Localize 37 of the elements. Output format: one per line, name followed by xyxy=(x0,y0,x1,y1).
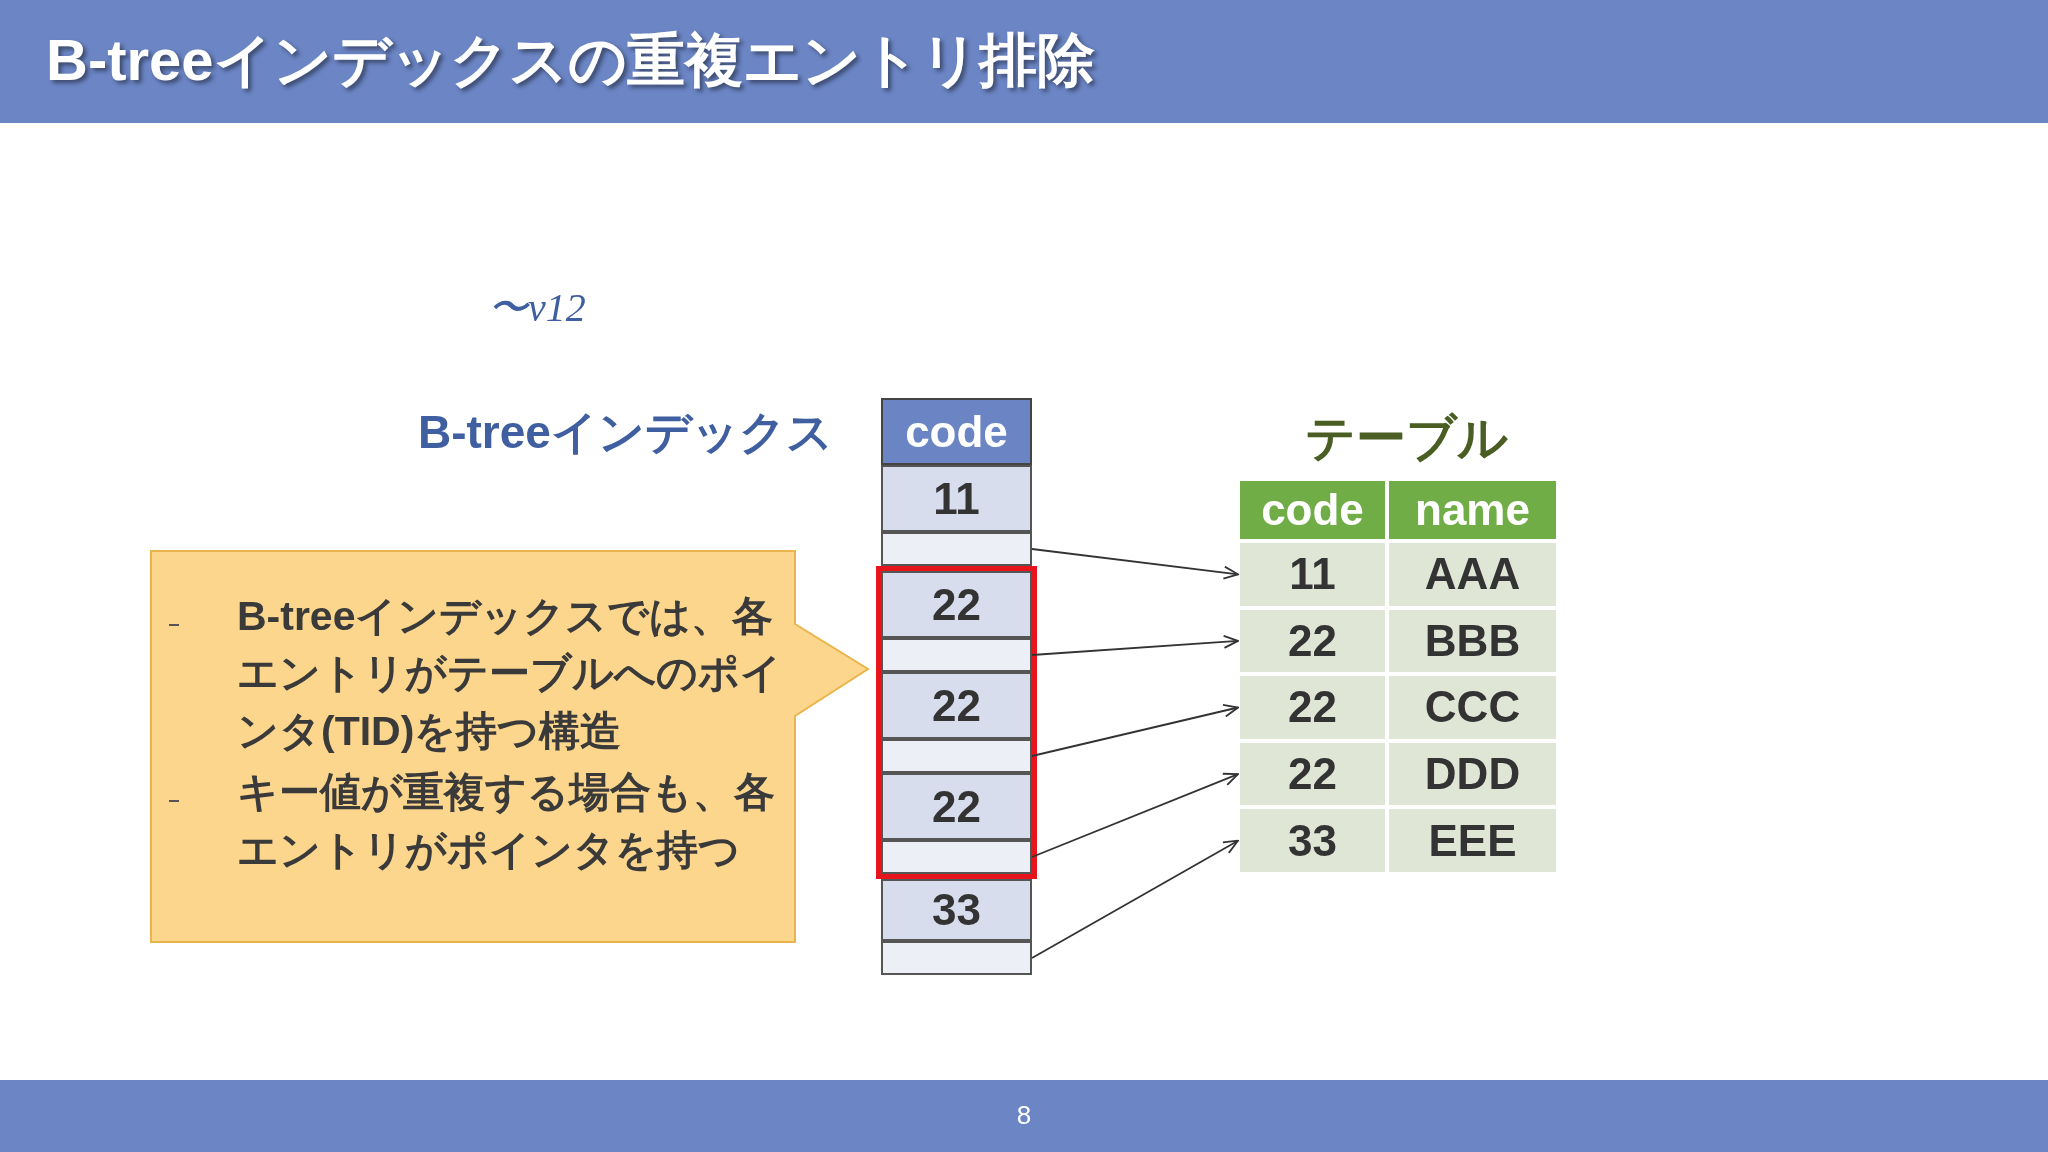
column-header: name xyxy=(1387,479,1558,541)
index-key-cell: 22 xyxy=(881,672,1032,739)
table-cell: CCC xyxy=(1387,674,1558,741)
highlight-frame xyxy=(876,566,1037,879)
table-cell: 11 xyxy=(1238,541,1387,608)
pointer-cell xyxy=(881,840,1032,874)
index-key-cell: 22 xyxy=(881,571,1032,638)
pointer-arrow xyxy=(1031,772,1239,858)
table-cell: 33 xyxy=(1238,807,1387,874)
pointer-arrow xyxy=(1031,839,1239,959)
index-heading: B-treeインデックス xyxy=(418,405,833,460)
page-number: 8 xyxy=(1015,1100,1033,1131)
pointer-cell xyxy=(881,532,1032,566)
table-cell: 22 xyxy=(1238,674,1387,741)
slide-title: B-treeインデックスの重複エントリ排除 xyxy=(46,26,1095,94)
bullet-text: B-treeインデックスでは、各エントリがテーブルへのポインタ(TID)を持つ構造 xyxy=(237,592,783,756)
table-heading: テーブル xyxy=(1305,409,1508,468)
pointer-arrow xyxy=(1031,634,1239,656)
table-cell: BBB xyxy=(1387,607,1558,675)
pointer-arrow xyxy=(1031,703,1239,757)
column-header: code xyxy=(1238,479,1387,541)
table-cell: EEE xyxy=(1387,807,1558,874)
pointer-cell xyxy=(881,941,1032,975)
bullet-text: キー値が重複する場合も、各エントリがポインタを持つ xyxy=(237,768,776,875)
table-cell: 22 xyxy=(1238,740,1387,808)
index-key-cell: 33 xyxy=(881,879,1032,941)
table-cell: DDD xyxy=(1387,740,1558,808)
table-cell: 22 xyxy=(1238,607,1387,675)
pointer-cell xyxy=(881,739,1032,773)
index-key-cell: 22 xyxy=(881,773,1032,840)
column-header: code xyxy=(881,398,1032,465)
pointer-cell xyxy=(881,638,1032,672)
table-cell: AAA xyxy=(1387,541,1558,608)
index-key-cell: 11 xyxy=(881,465,1032,532)
callout-box xyxy=(150,550,870,943)
pointer-arrow xyxy=(1031,548,1239,580)
version-label: 〜v12 xyxy=(488,284,586,332)
